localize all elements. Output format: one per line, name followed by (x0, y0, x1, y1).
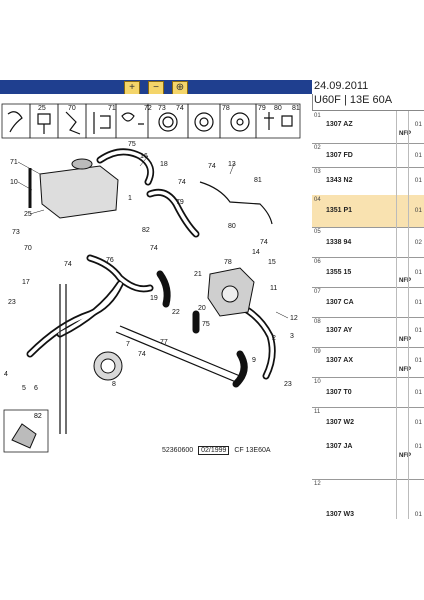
svg-text:81: 81 (254, 177, 262, 184)
svg-text:23: 23 (8, 299, 16, 306)
top-label-75: 75 (128, 141, 136, 148)
svg-text:19: 19 (150, 295, 158, 302)
svg-text:5: 5 (22, 385, 26, 392)
svg-text:71: 71 (10, 159, 18, 166)
svg-text:10: 10 (10, 179, 18, 186)
zoom-out-icon[interactable]: − (148, 81, 164, 95)
svg-text:80: 80 (228, 223, 236, 230)
zoom-in-icon[interactable]: + (124, 81, 140, 95)
svg-text:2: 2 (272, 335, 276, 342)
svg-text:4: 4 (4, 371, 8, 378)
svg-text:1: 1 (128, 195, 132, 202)
svg-text:73: 73 (12, 229, 20, 236)
svg-text:23: 23 (284, 381, 292, 388)
top-label-70: 70 (68, 105, 76, 112)
diagram-footer: 52360600 02/1999 CF 13E60A (162, 446, 274, 455)
svg-text:82: 82 (142, 227, 150, 234)
part-row[interactable]: 07 1307 CA 01 (312, 287, 424, 318)
part-row[interactable]: 03 1343 N2 01 (312, 167, 424, 196)
catalog-date: 24.09.2011 (314, 80, 369, 92)
svg-text:74: 74 (260, 239, 268, 246)
svg-text:13: 13 (228, 161, 236, 168)
svg-text:20: 20 (198, 305, 206, 312)
svg-text:79: 79 (176, 199, 184, 206)
top-label-25: 25 (38, 105, 46, 112)
svg-text:9: 9 (252, 357, 256, 364)
svg-text:25: 25 (24, 211, 32, 218)
svg-text:18: 18 (160, 161, 168, 168)
svg-text:7: 7 (126, 341, 130, 348)
top-label-71: 71 (108, 105, 116, 112)
top-label-72: 72 (144, 105, 152, 112)
svg-text:78: 78 (224, 259, 232, 266)
svg-text:77: 77 (160, 339, 168, 346)
part-row[interactable]: 11 1307 W2 01 1307 JA NFP 01 (312, 407, 424, 480)
svg-text:17: 17 (22, 279, 30, 286)
part-row[interactable]: 05 1338 94 02 (312, 227, 424, 258)
svg-text:15: 15 (268, 259, 276, 266)
svg-text:74: 74 (178, 179, 186, 186)
diagram-svg: 25 70 71 72 73 74 78 79 80 81 75 (1, 103, 301, 453)
parts-list: 01 1307 AZ NFP 01 02 1307 FD 01 03 1343 … (312, 110, 424, 521)
svg-text:11: 11 (270, 285, 277, 292)
svg-text:74: 74 (150, 245, 158, 252)
top-label-74: 74 (176, 105, 184, 112)
inset-label: 82 (34, 413, 42, 420)
model-code: U60F | 13E 60A (314, 94, 393, 106)
svg-text:74: 74 (138, 351, 146, 358)
svg-text:74: 74 (64, 261, 72, 268)
footer-ref: 52360600 (162, 447, 194, 454)
part-row[interactable]: 01 1307 AZ NFP 01 (312, 111, 424, 144)
svg-text:22: 22 (172, 309, 180, 316)
part-row[interactable]: 09 1307 AX NFP 01 (312, 347, 424, 378)
svg-text:75: 75 (202, 321, 210, 328)
footer-code: CF 13E60A (234, 447, 271, 454)
part-row[interactable]: 12 1307 W3 01 (314, 479, 422, 519)
svg-text:3: 3 (290, 333, 294, 340)
part-row[interactable]: 10 1307 T0 01 (312, 377, 424, 408)
zoom-fit-icon[interactable]: ⊕ (172, 81, 188, 95)
svg-text:70: 70 (24, 245, 32, 252)
top-label-73: 73 (158, 105, 166, 112)
part-row-selected[interactable]: 04 1351 P1 01 (312, 195, 424, 228)
svg-text:21: 21 (194, 271, 202, 278)
svg-text:14: 14 (252, 249, 260, 256)
svg-text:6: 6 (34, 385, 38, 392)
svg-text:8: 8 (112, 381, 116, 388)
top-label-80: 80 (274, 105, 282, 112)
part-row[interactable]: 08 1307 AY NFP 01 (312, 317, 424, 348)
part-row[interactable]: 02 1307 FD 01 (312, 143, 424, 168)
top-label-78: 78 (222, 105, 230, 112)
svg-text:76: 76 (106, 257, 114, 264)
svg-text:16: 16 (140, 153, 148, 160)
svg-text:12: 12 (290, 315, 298, 322)
part-row[interactable]: 06 1355 15 NFP 01 (312, 257, 424, 288)
top-label-79: 79 (258, 105, 266, 112)
top-label-81: 81 (292, 105, 300, 112)
svg-text:74: 74 (208, 163, 216, 170)
footer-date: 02/1999 (198, 446, 230, 455)
exploded-diagram: 25 70 71 72 73 74 78 79 80 81 75 (0, 94, 313, 520)
